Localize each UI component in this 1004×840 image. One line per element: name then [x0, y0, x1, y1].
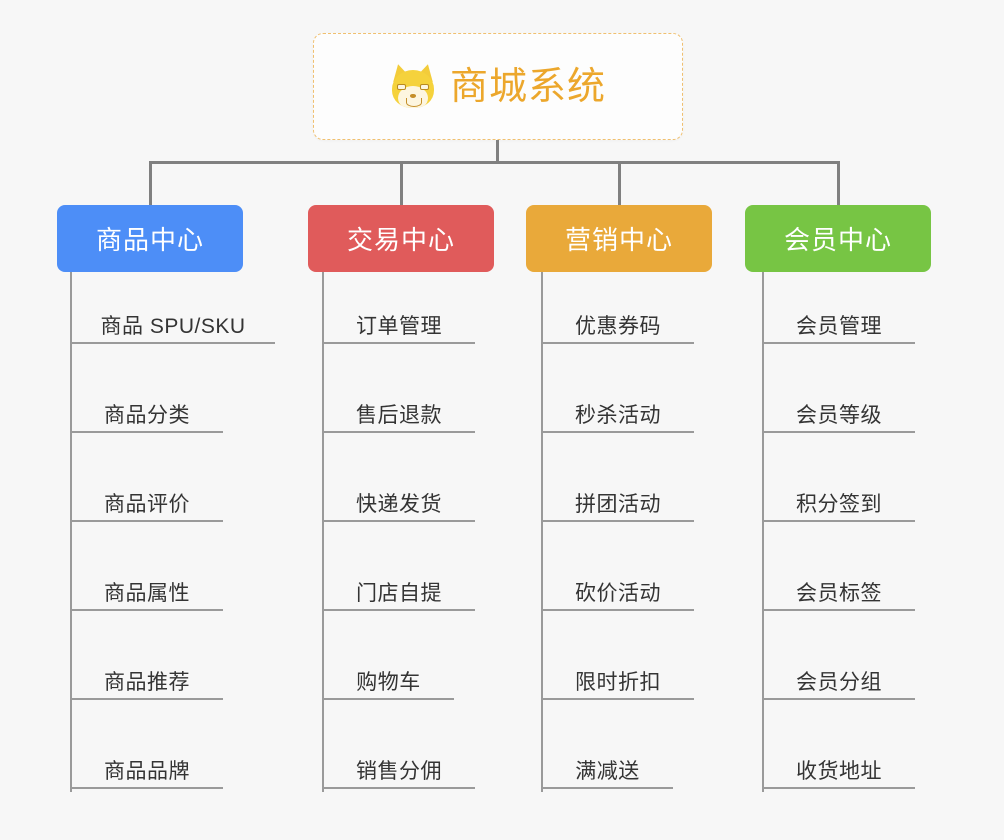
leaf-item[interactable]: 商品 SPU/SKU [71, 300, 275, 344]
leaf-label: 砍价活动 [575, 581, 661, 605]
dog-eye-left [396, 83, 406, 90]
branch-node-member-center[interactable]: 会员中心 [745, 205, 931, 272]
leaf-item[interactable]: 购物车 [323, 656, 454, 700]
leaf-item[interactable]: 拼团活动 [542, 478, 694, 522]
leaf-label: 积分签到 [796, 492, 882, 516]
leaf-item[interactable]: 秒杀活动 [542, 389, 694, 433]
dog-mouth [405, 97, 422, 107]
leaf-item[interactable]: 门店自提 [323, 567, 475, 611]
leaf-label: 销售分佣 [356, 759, 442, 783]
leaf-label: 会员标签 [796, 581, 882, 605]
leaf-label: 商品属性 [104, 581, 190, 605]
leaf-item[interactable]: 会员等级 [763, 389, 915, 433]
branch-label: 商品中心 [95, 225, 204, 255]
leaf-label: 售后退款 [356, 403, 442, 427]
root-title: 商城系统 [449, 65, 606, 108]
connector-stub-branch-3 [618, 161, 621, 205]
leaf-label: 商品 SPU/SKU [100, 314, 246, 338]
dog-nose [409, 93, 416, 98]
leaf-label: 满减送 [575, 759, 640, 783]
leaf-label: 收货地址 [796, 759, 882, 783]
branch-node-trade-center[interactable]: 交易中心 [308, 205, 494, 272]
leaf-label: 商品推荐 [104, 670, 190, 694]
connector-stub-branch-2 [400, 161, 403, 205]
leaf-item[interactable]: 会员标签 [763, 567, 915, 611]
leaf-item[interactable]: 售后退款 [323, 389, 475, 433]
leaf-item[interactable]: 收货地址 [763, 745, 915, 789]
connector-stub-branch-4 [837, 161, 840, 205]
leaf-item[interactable]: 砍价活动 [542, 567, 694, 611]
root-node-content: 商城系统 [389, 61, 606, 110]
leaf-label: 会员分组 [796, 670, 882, 694]
leaf-label: 会员等级 [796, 403, 882, 427]
trunk-branch-2 [322, 272, 324, 792]
leaf-item[interactable]: 销售分佣 [323, 745, 475, 789]
leaf-label: 拼团活动 [575, 492, 661, 516]
leaf-item[interactable]: 会员管理 [763, 300, 915, 344]
connector-horizontal-bus [149, 161, 840, 164]
root-node-shop-system[interactable]: 商城系统 [313, 33, 683, 140]
trunk-branch-3 [541, 272, 543, 792]
leaf-label: 商品评价 [104, 492, 190, 516]
dog-eye-right [419, 83, 429, 90]
connector-root-stem [496, 140, 499, 164]
leaf-item[interactable]: 商品品牌 [71, 745, 223, 789]
leaf-item[interactable]: 商品属性 [71, 567, 223, 611]
leaf-label: 订单管理 [356, 314, 442, 338]
trunk-branch-1 [70, 272, 72, 792]
leaf-item[interactable]: 积分签到 [763, 478, 915, 522]
branch-label: 交易中心 [346, 225, 455, 255]
leaf-label: 购物车 [356, 670, 421, 694]
leaf-label: 限时折扣 [575, 670, 661, 694]
connector-stub-branch-1 [149, 161, 152, 205]
branch-node-marketing-center[interactable]: 营销中心 [526, 205, 712, 272]
leaf-item[interactable]: 会员分组 [763, 656, 915, 700]
branch-node-product-center[interactable]: 商品中心 [57, 205, 243, 272]
leaf-label: 商品品牌 [104, 759, 190, 783]
leaf-item[interactable]: 优惠券码 [542, 300, 694, 344]
leaf-item[interactable]: 商品推荐 [71, 656, 223, 700]
leaf-item[interactable]: 商品分类 [71, 389, 223, 433]
leaf-label: 优惠券码 [575, 314, 661, 338]
leaf-item[interactable]: 限时折扣 [542, 656, 694, 700]
leaf-label: 会员管理 [796, 314, 882, 338]
leaf-label: 快递发货 [356, 492, 442, 516]
leaf-label: 秒杀活动 [575, 403, 661, 427]
leaf-label: 商品分类 [104, 403, 190, 427]
leaf-label: 门店自提 [356, 581, 442, 605]
leaf-item[interactable]: 商品评价 [71, 478, 223, 522]
leaf-item[interactable]: 订单管理 [323, 300, 475, 344]
branch-label: 会员中心 [783, 225, 892, 255]
dog-head [391, 69, 434, 108]
leaf-item[interactable]: 快递发货 [323, 478, 475, 522]
shiba-inu-dog-face-icon [389, 61, 437, 110]
leaf-item[interactable]: 满减送 [542, 745, 673, 789]
trunk-branch-4 [762, 272, 764, 792]
branch-label: 营销中心 [564, 225, 673, 255]
